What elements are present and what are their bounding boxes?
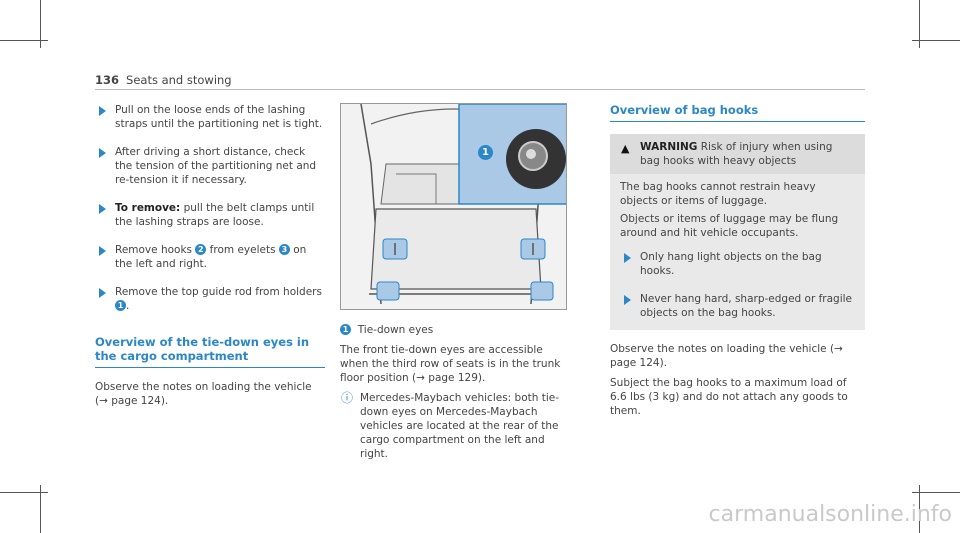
- callout-number: 1: [115, 300, 126, 311]
- crop-mark: [0, 40, 48, 41]
- cargo-compartment-figure: 1: [340, 103, 567, 310]
- step-arrow-icon: [99, 106, 106, 116]
- step-arrow-icon: [624, 295, 631, 305]
- observe-text: Observe the notes on loading the vehicle…: [610, 343, 843, 369]
- step-text: After driving a short distance, check th…: [115, 146, 317, 186]
- step: Never hang hard, sharp-edged or fragile …: [620, 292, 855, 320]
- callout-number: 2: [195, 244, 207, 255]
- legend-number: 1: [340, 324, 351, 335]
- warning-header: ▲ WARNING Risk of injury when using bag …: [610, 134, 865, 174]
- middle-column: 1 Tie-down eyes The front tie-down eyes …: [340, 323, 570, 475]
- section-title: Overview of the tie-down eyes in the car…: [95, 335, 310, 363]
- warning-body: The bag hooks cannot restrain heavy obje…: [610, 174, 865, 330]
- step-bold: To remove:: [115, 202, 181, 214]
- figure-callout: 1: [478, 145, 493, 160]
- crop-mark: [919, 485, 920, 533]
- header-rule: [95, 89, 865, 90]
- step-text: Remove hooks: [115, 244, 196, 256]
- left-column: Pull on the loose ends of the lashing st…: [95, 103, 325, 410]
- page-header: 136 Seats and stowing: [95, 73, 232, 87]
- warning-paragraph: The bag hooks cannot restrain heavy obje…: [620, 181, 816, 207]
- crop-mark: [40, 0, 41, 48]
- legend-text: Tie-down eyes: [357, 324, 434, 336]
- load-paragraph: Subject the bag hooks to a maximum load …: [610, 377, 848, 417]
- step: To remove: pull the belt clamps until th…: [95, 201, 325, 229]
- chapter-title: Seats and stowing: [126, 73, 232, 87]
- crop-mark: [912, 40, 960, 41]
- tie-down-paragraph: The front tie-down eyes are accessible w…: [340, 344, 561, 384]
- section-rule: [95, 367, 325, 368]
- step: Remove hooks 2 from eyelets 3 on the lef…: [95, 243, 325, 271]
- step: Remove the top guide rod from holders 1.: [95, 285, 325, 313]
- warning-icon: ▲: [621, 142, 630, 155]
- step-arrow-icon: [99, 246, 106, 256]
- step-arrow-icon: [99, 148, 106, 158]
- step: Only hang light objects on the bag hooks…: [620, 250, 855, 278]
- step-text: from eyelets: [206, 244, 279, 256]
- crop-mark: [919, 0, 920, 48]
- step-text: .: [126, 300, 130, 312]
- info-icon: ⓘ: [341, 391, 354, 405]
- crop-mark: [0, 492, 48, 493]
- step-arrow-icon: [624, 253, 631, 263]
- right-column: Overview of bag hooks ▲ WARNING Risk of …: [610, 103, 865, 420]
- watermark: carmanualsonline.info: [708, 502, 952, 527]
- step-text: Pull on the loose ends of the lashing st…: [115, 104, 323, 130]
- section-rule: [610, 121, 865, 122]
- crop-mark: [912, 492, 960, 493]
- warning-title: Risk of injury when using bag hooks with…: [640, 141, 833, 167]
- step-text: Never hang hard, sharp-edged or fragile …: [640, 293, 853, 319]
- step-text: Only hang light objects on the bag hooks…: [640, 251, 822, 277]
- info-text: Mercedes-Maybach vehicles: both tie-down…: [360, 392, 560, 460]
- observe-text: Observe the notes on loading the vehicle…: [95, 381, 312, 407]
- step: Pull on the loose ends of the lashing st…: [95, 103, 325, 131]
- warning-label: WARNING: [640, 141, 698, 153]
- section-title: Overview of bag hooks: [610, 103, 759, 117]
- step-arrow-icon: [99, 204, 106, 214]
- step-text: on the left and right.: [115, 244, 307, 270]
- step-text: Remove the top guide rod from holders: [115, 286, 322, 298]
- callout-number: 3: [278, 244, 290, 255]
- step-text: pull the belt clamps until the lashing s…: [115, 202, 315, 228]
- step: After driving a short distance, check th…: [95, 145, 325, 187]
- crop-mark: [40, 485, 41, 533]
- info-note: ⓘ Mercedes-Maybach vehicles: both tie-do…: [340, 391, 570, 461]
- page-number: 136: [95, 73, 120, 87]
- cargo-illustration: [341, 104, 566, 309]
- step-arrow-icon: [99, 288, 106, 298]
- warning-paragraph: Objects or items of luggage may be flung…: [620, 213, 839, 239]
- warning-box: ▲ WARNING Risk of injury when using bag …: [610, 134, 865, 330]
